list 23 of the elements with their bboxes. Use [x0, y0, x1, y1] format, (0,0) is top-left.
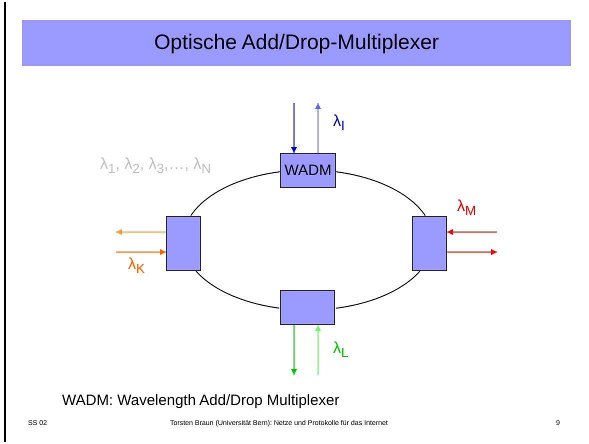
arrow [291, 324, 297, 376]
slide-title: Optische Add/Drop-Multiplexer [22, 20, 571, 66]
arrow [116, 249, 166, 255]
wavelength-list: λ$_{1}$, λ$_{2}$, λ$_{3}$,…, λ$_{N}$ [100, 156, 212, 176]
wavelength-label: λ$_{M}$ [457, 198, 476, 218]
arrow [446, 229, 498, 235]
wavelength-label: λ$_{K}$ [128, 256, 145, 276]
arrow [291, 102, 297, 154]
multiplexer-box [166, 216, 201, 271]
multiplexer-box [280, 290, 335, 325]
arrow [116, 229, 166, 235]
arrow [315, 102, 321, 154]
arrow [315, 324, 321, 376]
arrow [446, 249, 498, 255]
ring-fiber-line [335, 270, 420, 309]
ring-fiber-line [190, 171, 280, 216]
ring-fiber-line [336, 171, 426, 216]
ring-fiber-line [196, 270, 280, 309]
multiplexer-box: WADM [280, 153, 336, 188]
caption-text: WADM: Wavelength Add/Drop Multiplexer [62, 392, 340, 409]
wavelength-label: λ$_{I}$ [333, 113, 345, 134]
multiplexer-box [412, 216, 447, 271]
wavelength-label: λ$_{L}$ [333, 340, 348, 360]
